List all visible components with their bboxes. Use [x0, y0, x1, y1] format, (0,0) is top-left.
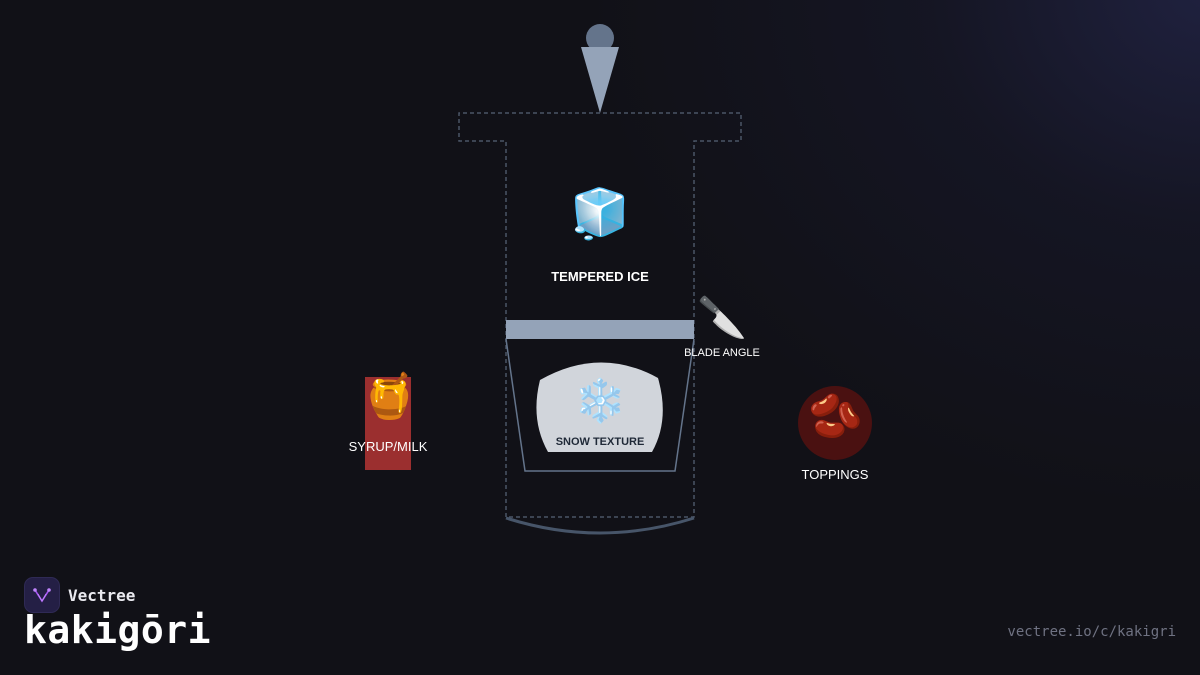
syrup-milk-label: SYRUP/MILK — [348, 439, 428, 454]
toppings-label: TOPPINGS — [801, 467, 869, 482]
beans-icon: 🫘 — [808, 391, 863, 442]
machine-body-outline — [458, 112, 742, 518]
vectree-logo-icon[interactable] — [24, 577, 60, 613]
bowl-outline — [505, 338, 695, 472]
knife-icon: 🔪 — [697, 295, 747, 341]
syrup-bottle — [365, 377, 411, 470]
page-title: kakigōri — [24, 608, 212, 652]
machine-spindle — [581, 47, 619, 113]
snow-mound — [536, 362, 663, 452]
snow-texture-label: SNOW TEXTURE — [555, 436, 645, 448]
machine-base — [505, 516, 695, 535]
ice-cube-icon: 🧊 — [570, 186, 630, 242]
blade-angle-label: BLADE ANGLE — [684, 347, 760, 359]
snowflake-icon: ❄️ — [574, 376, 627, 425]
brand: Vectree — [24, 577, 135, 613]
tempered-ice-label: TEMPERED ICE — [551, 269, 649, 284]
blade-plate — [506, 320, 694, 339]
toppings-bowl — [798, 386, 872, 460]
machine-handle-knob — [586, 24, 614, 52]
source-url[interactable]: vectree.io/c/kakigri — [1007, 624, 1176, 640]
brand-name[interactable]: Vectree — [68, 585, 136, 605]
honey-pot-icon: 🍯 — [362, 371, 417, 422]
